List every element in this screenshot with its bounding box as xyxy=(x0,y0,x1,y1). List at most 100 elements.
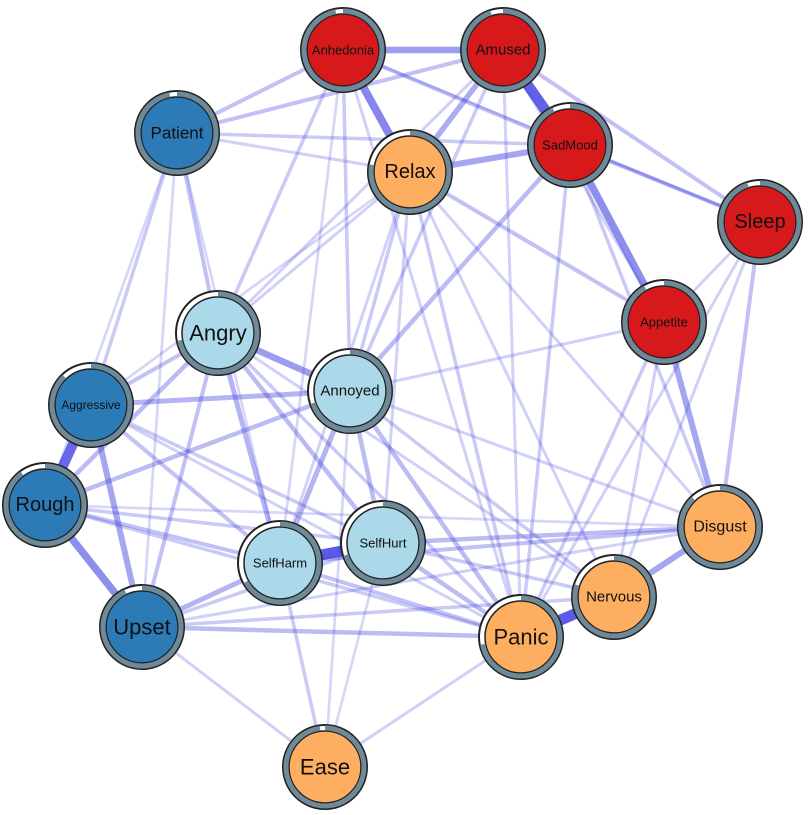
node-nervous[interactable]: Nervous xyxy=(571,554,657,640)
edge-appetite-panic xyxy=(519,321,666,638)
edge-anhedonia-annoyed xyxy=(341,49,352,392)
node-sadmood[interactable]: SadMood xyxy=(527,102,613,188)
node-fill xyxy=(288,730,362,804)
node-fill xyxy=(243,526,317,600)
node-upset[interactable]: Upset xyxy=(99,584,185,670)
edge-aggressive-selfhurt xyxy=(90,403,384,545)
node-selfharm[interactable]: SelfHarm xyxy=(237,520,323,606)
edge-sadmood-panic xyxy=(519,144,572,638)
edge-relax-appetite xyxy=(408,170,666,324)
node-label: Panic xyxy=(493,625,548,650)
edge-annoyed-panic xyxy=(348,389,523,639)
edge-patient-upset xyxy=(140,132,179,628)
node-sleep[interactable]: Sleep xyxy=(717,179,803,265)
node-pie-ring xyxy=(135,91,219,175)
edge-anhedonia-panic xyxy=(341,49,523,638)
node-aggressive[interactable]: Aggressive xyxy=(48,362,134,448)
node-label: Upset xyxy=(113,615,170,640)
node-label: Patient xyxy=(151,124,204,143)
edge-amused-sleep xyxy=(501,48,762,224)
node-pie-ring xyxy=(283,725,367,809)
edge-relax-disgust xyxy=(408,171,722,528)
node-label: Aggressive xyxy=(61,398,121,412)
node-relax[interactable]: Relax xyxy=(367,129,453,215)
node-fill xyxy=(54,368,128,442)
node-pie-ring xyxy=(301,8,385,92)
node-pie-ring xyxy=(49,363,133,447)
node-label: Amused xyxy=(475,42,530,59)
node-fill xyxy=(484,600,558,674)
edge-aggressive-annoyed xyxy=(90,388,351,408)
node-pie-ring xyxy=(343,501,425,585)
node-angry[interactable]: Angry xyxy=(175,290,261,376)
node-rough[interactable]: Rough xyxy=(2,462,88,548)
node-pie-ring xyxy=(243,521,322,605)
node-fill xyxy=(723,185,797,259)
edge-annoyed-ease xyxy=(323,390,352,768)
node-label: Sleep xyxy=(734,211,785,233)
node-fill xyxy=(181,296,255,370)
edge-anhedonia-angry xyxy=(216,49,345,334)
node-pie-ring xyxy=(368,130,452,214)
node-label: Nervous xyxy=(586,589,642,606)
node-label: Appetite xyxy=(640,315,688,330)
node-anhedonia[interactable]: Anhedonia xyxy=(300,7,386,93)
edge-patient-rough xyxy=(43,132,179,506)
edge-angry-panic xyxy=(216,331,523,639)
node-fill xyxy=(346,506,420,580)
node-pie-ring xyxy=(718,180,802,264)
node-pie-ring xyxy=(461,8,545,92)
edge-angry-nervous xyxy=(217,331,615,599)
edge-annoyed-disgust xyxy=(349,389,721,529)
node-pie-ring xyxy=(100,585,184,669)
node-panic[interactable]: Panic xyxy=(478,594,564,680)
node-disgust[interactable]: Disgust xyxy=(677,484,763,570)
node-label: Anhedonia xyxy=(312,43,375,58)
edge-patient-sadmood xyxy=(176,131,571,147)
node-pie-ring xyxy=(572,555,656,639)
edge-sadmood-annoyed xyxy=(348,143,572,393)
node-fill xyxy=(140,96,214,170)
node-label: SelfHurt xyxy=(360,536,407,551)
edge-relax-panic xyxy=(408,171,523,638)
node-pie-ring xyxy=(177,291,260,375)
node-label: SadMood xyxy=(542,138,598,153)
node-appetite[interactable]: Appetite xyxy=(621,279,707,365)
node-label: Angry xyxy=(189,321,246,346)
node-annoyed[interactable]: Annoyed xyxy=(307,348,393,434)
node-label: Relax xyxy=(384,161,435,183)
edge-aggressive-panic xyxy=(90,403,522,639)
node-label: SelfHarm xyxy=(253,556,307,571)
node-label: Annoyed xyxy=(320,383,379,400)
edge-patient-aggressive xyxy=(89,132,179,406)
node-fill xyxy=(683,490,757,564)
node-fill xyxy=(306,13,380,87)
edge-annoyed-appetite xyxy=(349,320,665,393)
node-label: Ease xyxy=(300,755,350,780)
node-ease[interactable]: Ease xyxy=(282,724,368,810)
edge-rough-annoyed xyxy=(44,388,351,508)
node-pie-ring xyxy=(622,280,706,364)
edge-amused-panic xyxy=(501,49,523,638)
node-fill xyxy=(577,560,651,634)
node-patient[interactable]: Patient xyxy=(134,90,220,176)
edge-upset-panic xyxy=(141,624,522,640)
edge-anhedonia-selfharm xyxy=(278,49,345,564)
node-fill xyxy=(105,590,179,664)
edge-angry-upset xyxy=(140,332,220,628)
node-fill xyxy=(313,354,387,428)
edge-angry-amused xyxy=(216,48,505,335)
edge-sleep-disgust xyxy=(718,221,762,528)
edge-annoyed-nervous xyxy=(348,389,616,599)
node-label: Disgust xyxy=(693,519,747,536)
edge-amused-annoyed xyxy=(348,49,505,392)
node-fill xyxy=(627,285,701,359)
node-selfhurt[interactable]: SelfHurt xyxy=(340,500,426,586)
node-fill xyxy=(373,135,447,209)
edge-rough-selfhurt xyxy=(44,503,384,545)
node-amused[interactable]: Amused xyxy=(460,7,546,93)
node-fill xyxy=(466,13,540,87)
edge-aggressive-relax xyxy=(90,170,411,407)
